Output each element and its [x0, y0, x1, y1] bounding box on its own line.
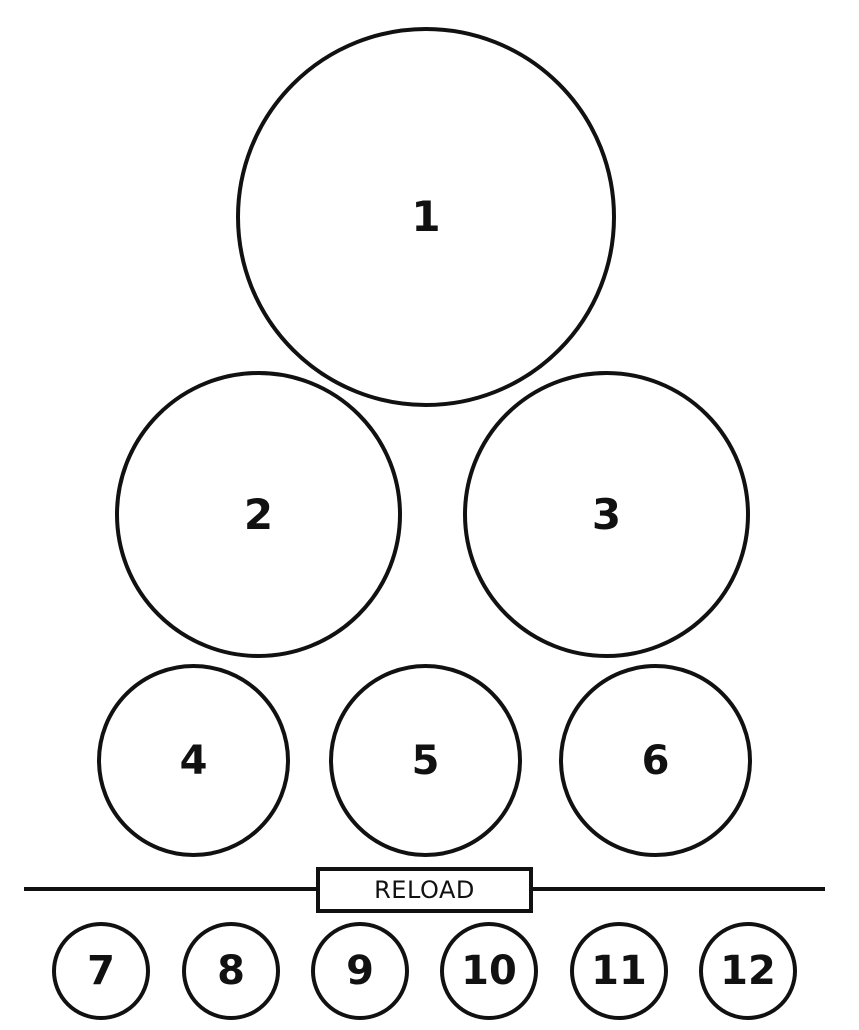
target-circle-3[interactable]: 3 [463, 371, 750, 658]
ammo-label-7: 7 [87, 948, 115, 994]
target-label-1: 1 [411, 192, 441, 241]
ammo-label-11: 11 [591, 948, 647, 994]
target-label-2: 2 [243, 489, 274, 539]
ammo-label-9: 9 [346, 948, 374, 994]
target-circle-5[interactable]: 5 [329, 664, 522, 857]
target-label-5: 5 [411, 737, 440, 784]
ammo-circle-8[interactable]: 8 [182, 922, 280, 1020]
target-label-3: 3 [591, 489, 622, 539]
ammo-circle-12[interactable]: 12 [699, 922, 797, 1020]
target-circle-4[interactable]: 4 [97, 664, 290, 857]
ammo-label-12: 12 [720, 948, 776, 994]
reload-button[interactable]: RELOAD [316, 867, 533, 913]
ammo-circle-11[interactable]: 11 [570, 922, 668, 1020]
ammo-circle-9[interactable]: 9 [311, 922, 409, 1020]
target-circle-1[interactable]: 1 [236, 27, 616, 407]
target-circle-2[interactable]: 2 [115, 371, 402, 658]
ammo-circle-10[interactable]: 10 [440, 922, 538, 1020]
target-label-6: 6 [641, 737, 670, 784]
target-circle-6[interactable]: 6 [559, 664, 752, 857]
target-label-4: 4 [179, 737, 208, 784]
ammo-label-8: 8 [217, 948, 245, 994]
ammo-label-10: 10 [461, 948, 517, 994]
ammo-circle-7[interactable]: 7 [52, 922, 150, 1020]
